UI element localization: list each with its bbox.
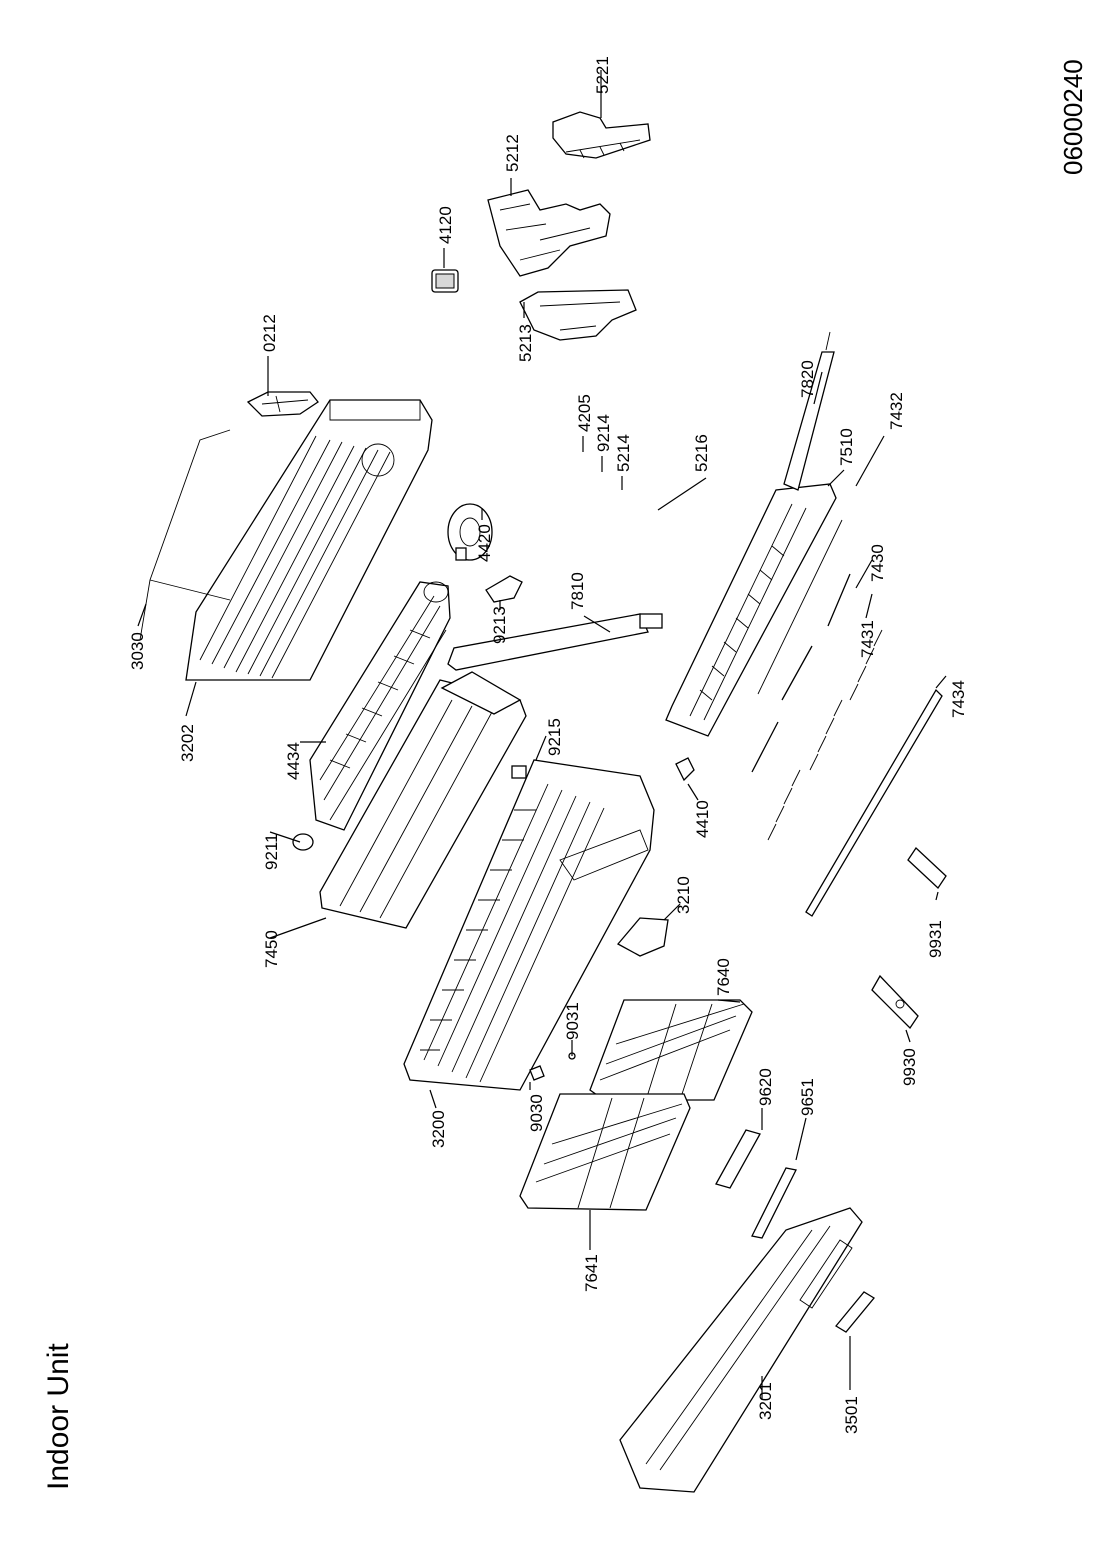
label-3202: 3202 xyxy=(178,724,197,762)
part-3210-pcb xyxy=(616,917,669,957)
label-9215: 9215 xyxy=(545,718,564,756)
part-4120-component xyxy=(431,269,459,293)
part-5213-cover xyxy=(519,289,637,341)
part-9211-bearing xyxy=(292,833,314,851)
label-3210: 3210 xyxy=(674,876,693,914)
label-7432: 7432 xyxy=(887,392,906,430)
part-9215-clip xyxy=(511,765,527,779)
part-number-labels: 5221 5212 4120 0212 5213 4205 9214 5214 … xyxy=(128,56,968,1434)
part-7810-pipe xyxy=(447,613,663,671)
part-3202-chassis xyxy=(139,399,433,681)
part-9931-remote-holder xyxy=(907,847,947,889)
label-5216: 5216 xyxy=(692,434,711,472)
part-5221-electrical-cover xyxy=(552,111,651,159)
label-3030: 3030 xyxy=(128,632,147,670)
part-7434-louver-rail xyxy=(805,688,943,917)
label-0212: 0212 xyxy=(260,314,279,352)
label-4120: 4120 xyxy=(436,206,455,244)
label-9214: 9214 xyxy=(594,414,613,452)
part-7431-louver-connector xyxy=(751,573,851,773)
label-3201: 3201 xyxy=(756,1382,775,1420)
part-9213-clip xyxy=(485,575,523,603)
label-3501: 3501 xyxy=(842,1396,861,1434)
label-7430: 7430 xyxy=(868,544,887,582)
label-7810: 7810 xyxy=(568,572,587,610)
label-4420: 4420 xyxy=(475,524,494,562)
label-5213: 5213 xyxy=(516,324,535,362)
label-7820: 7820 xyxy=(798,360,817,398)
part-7510-louver-drain xyxy=(665,483,837,737)
part-7640-air-filter xyxy=(589,999,753,1101)
label-7434: 7434 xyxy=(949,680,968,718)
label-7510: 7510 xyxy=(837,428,856,466)
part-3200-front-frame xyxy=(403,759,655,1091)
part-7450-evaporator xyxy=(319,671,527,929)
label-7641: 7641 xyxy=(582,1254,601,1292)
part-7430-louver-rod xyxy=(757,519,843,695)
label-5214: 5214 xyxy=(614,434,633,472)
part-9651-display-cover xyxy=(751,1167,797,1239)
label-9930: 9930 xyxy=(900,1048,919,1086)
part-4434-crossflow-fan xyxy=(309,581,451,831)
part-9620-display-board xyxy=(715,1129,761,1189)
label-4205: 4205 xyxy=(575,394,594,432)
louver-vanes xyxy=(767,629,883,841)
label-7431: 7431 xyxy=(858,620,877,658)
diagram-title: Indoor Unit xyxy=(42,1343,75,1490)
label-7450: 7450 xyxy=(262,930,281,968)
label-9211: 9211 xyxy=(262,833,281,870)
label-5221: 5221 xyxy=(593,56,612,94)
document-number: 06000240 xyxy=(1058,59,1088,175)
part-3501-display-window xyxy=(835,1291,875,1333)
label-9620: 9620 xyxy=(756,1068,775,1106)
label-3200: 3200 xyxy=(429,1110,448,1148)
label-4410: 4410 xyxy=(693,800,712,838)
part-0212-bracket xyxy=(246,391,319,417)
part-7820-drain-hose xyxy=(783,331,835,491)
part-7641-air-filter xyxy=(519,1093,691,1211)
label-4434: 4434 xyxy=(284,742,303,780)
part-9930-remote-control xyxy=(871,974,919,1030)
part-4420-fan-motor xyxy=(447,503,493,561)
label-9651: 9651 xyxy=(798,1078,817,1116)
label-9213: 9213 xyxy=(490,606,509,644)
label-7640: 7640 xyxy=(714,958,733,996)
label-5212: 5212 xyxy=(503,134,522,172)
part-5212-electric-box xyxy=(487,189,611,277)
label-9031: 9031 xyxy=(563,1002,582,1040)
label-9030: 9030 xyxy=(527,1094,546,1132)
part-9030-clip xyxy=(529,1065,545,1081)
part-3201-front-panel xyxy=(619,1207,863,1493)
label-9931: 9931 xyxy=(926,920,945,958)
part-4410-component xyxy=(675,757,695,782)
leader-lines xyxy=(137,70,947,1400)
